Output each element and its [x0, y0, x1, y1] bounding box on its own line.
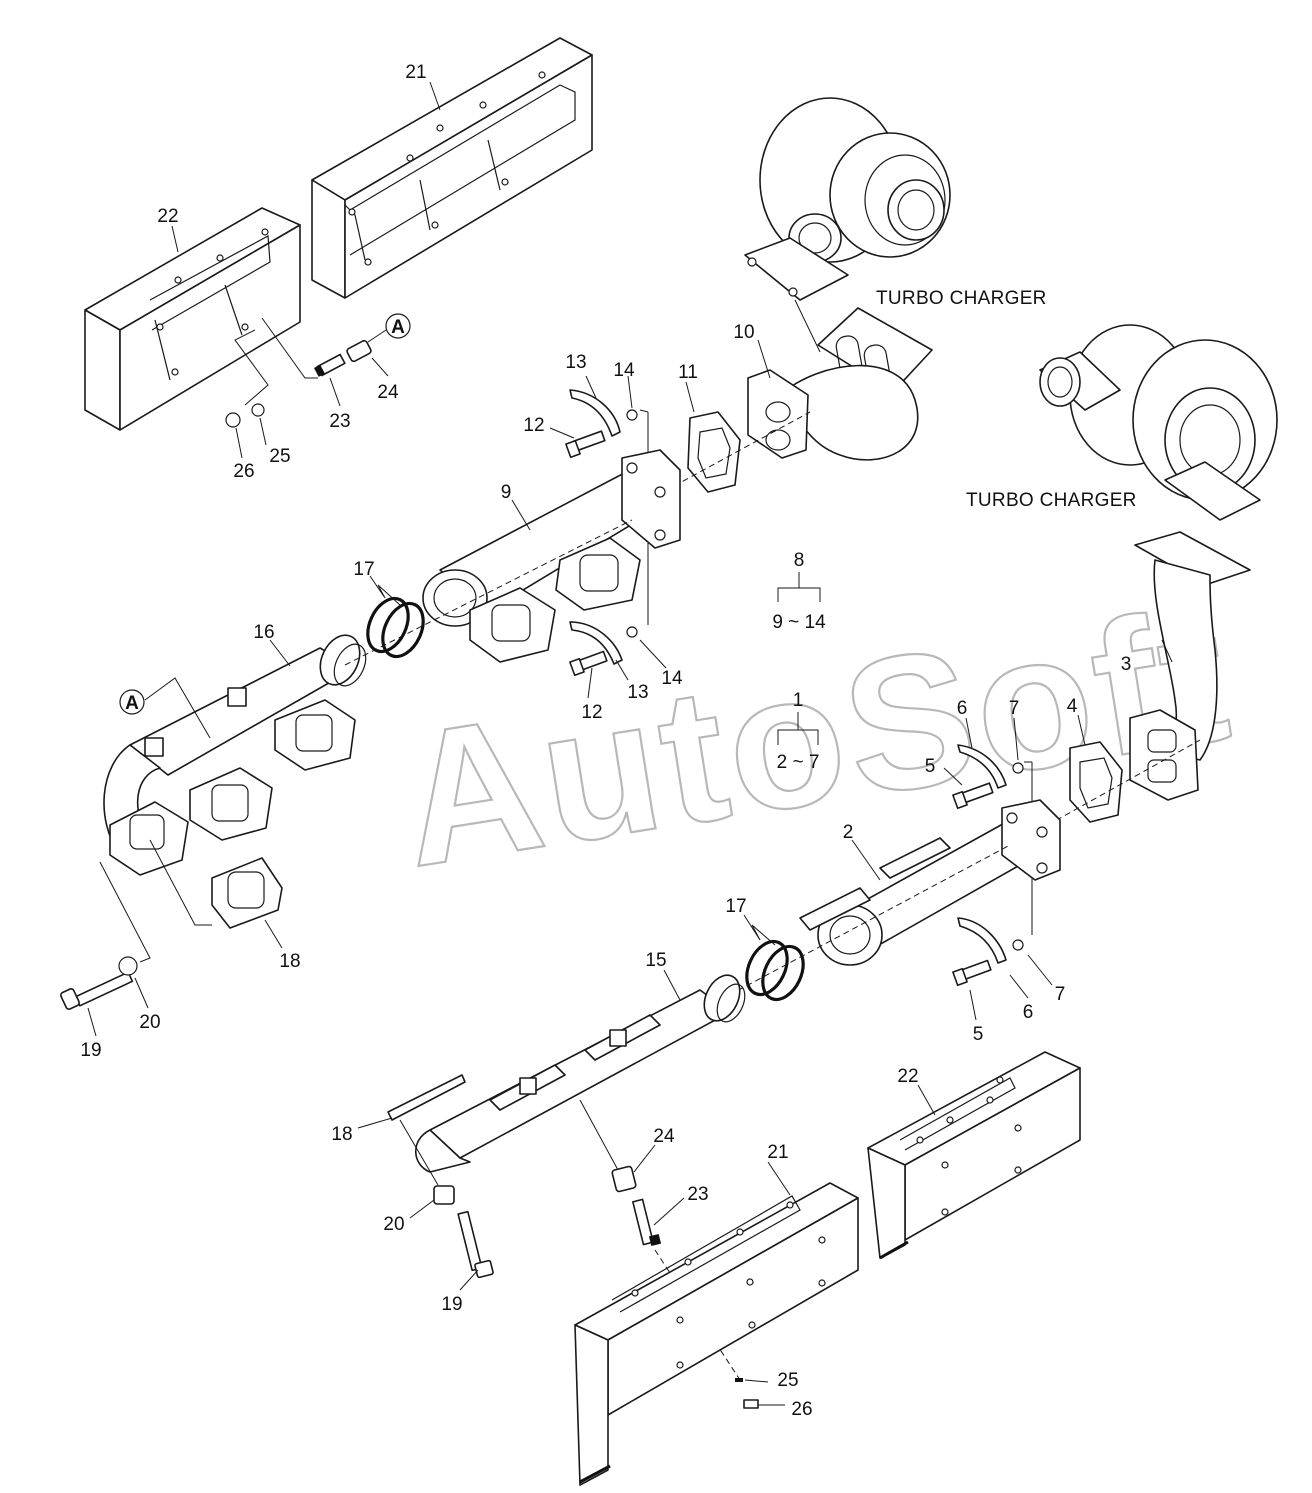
label-24-lower: 24: [653, 1126, 675, 1147]
clip-13-upper: [569, 389, 638, 437]
label-26-lower: 26: [791, 1399, 812, 1420]
label-13-upper: 13: [565, 352, 586, 373]
label-25-lower: 25: [777, 1370, 798, 1391]
label-6-lower: 6: [1023, 1002, 1034, 1023]
heat-shield-22-lower: [867, 1051, 1081, 1260]
clip-6-lower: [957, 917, 1024, 964]
label-10: 10: [733, 322, 754, 343]
axis-line-15-2: [719, 844, 1011, 1001]
exhaust-manifold-9: [422, 449, 681, 663]
leader-20-19-lower: [399, 1119, 439, 1186]
label-13-lower: 13: [627, 682, 648, 703]
label-11: 11: [678, 362, 698, 383]
group-8-range: 9 ~ 14: [772, 612, 826, 633]
label-21-lower: 21: [767, 1142, 788, 1163]
label-4: 4: [1067, 696, 1078, 717]
spacer-24-lower: [611, 1165, 637, 1193]
label-17-lower: 17: [725, 896, 746, 917]
bolt-12-lower: [569, 650, 608, 677]
bolt-19-left: [60, 971, 134, 1010]
label-17-upper: 17: [353, 559, 374, 580]
label-3: 3: [1121, 654, 1132, 675]
exhaust-manifold-15: [415, 974, 746, 1173]
axis-line-16-9: [344, 519, 633, 666]
group-bracket-8: [777, 572, 821, 602]
leader-26-25-upper: [234, 329, 269, 406]
label-6-upper: 6: [957, 698, 968, 719]
heat-shield-21-lower: [574, 1182, 859, 1486]
label-12-upper: 12: [523, 415, 544, 436]
label-26-upper: 26: [233, 461, 254, 482]
leader-19-20-left: [99, 861, 151, 963]
group-1-range: 2 ~ 7: [777, 752, 820, 773]
gasket-11: [687, 411, 741, 493]
nut-26-lower: [743, 1399, 759, 1409]
gasket-4: [1069, 741, 1123, 823]
turbo-charger-right-title: TURBO CHARGER: [966, 490, 1137, 511]
label-19-left: 19: [80, 1040, 101, 1061]
label-16: 16: [253, 622, 274, 643]
label-20-left: 20: [139, 1012, 160, 1033]
bolt-23-upper: [314, 353, 346, 377]
leader-lines: [87, 81, 1173, 1406]
label-12-lower: 12: [581, 702, 602, 723]
label-14-upper: 14: [613, 360, 635, 381]
group-bracket-1: [777, 712, 819, 745]
clip-13-lower: [569, 621, 638, 665]
group-8-top: 8: [794, 550, 805, 571]
exhaust-manifold-16: [103, 634, 367, 876]
leader-24-23-lower: [579, 1099, 619, 1171]
callout-a-left-circle: [119, 689, 145, 715]
label-14-lower: 14: [661, 668, 683, 689]
bolt-12-upper: [565, 430, 606, 459]
bolt-5-upper: [952, 782, 994, 810]
leader-23-upper: [261, 317, 318, 379]
bolt-5-lower: [952, 959, 992, 987]
label-5-upper: 5: [925, 756, 936, 777]
label-22-upper: 22: [157, 206, 178, 227]
label-23-upper: 23: [329, 411, 350, 432]
elbow-pipe-10: [747, 364, 919, 461]
turbocharger-right: [1039, 324, 1278, 521]
nut-26-upper: [225, 412, 241, 428]
heat-shield-22-upper: [84, 207, 301, 431]
clip-6-upper: [957, 744, 1024, 789]
callout-a-upper: A: [391, 317, 405, 338]
group-1-top: 1: [793, 690, 804, 711]
label-2: 2: [843, 822, 854, 843]
turbo-charger-upper-title: TURBO CHARGER: [876, 288, 1047, 309]
spacer-20-lower: [433, 1185, 455, 1205]
label-22-lower: 22: [897, 1066, 918, 1087]
label-21-upper: 21: [405, 62, 426, 83]
label-5-lower: 5: [973, 1024, 984, 1045]
turbocharger-upper: [744, 97, 951, 301]
label-18-left: 18: [279, 951, 300, 972]
label-7-lower: 7: [1055, 984, 1066, 1005]
label-18-lower: 18: [331, 1124, 352, 1145]
label-15: 15: [645, 950, 666, 971]
label-20-lower: 20: [383, 1214, 404, 1235]
spacer-20-left: [118, 956, 138, 976]
label-19-lower: 19: [441, 1294, 462, 1315]
label-9: 9: [501, 482, 512, 503]
label-7-upper: 7: [1009, 698, 1020, 719]
label-23-lower: 23: [687, 1184, 708, 1205]
callout-a-left: A: [125, 693, 139, 714]
label-25-upper: 25: [269, 446, 290, 467]
seal-rings-17-lower: [745, 939, 805, 1002]
bolt-23-lower: [632, 1198, 662, 1247]
callout-a-upper-circle: [385, 313, 411, 339]
washer-25-lower: [735, 1378, 743, 1382]
spacer-24-upper: [346, 339, 372, 363]
seal-rings-17-upper: [366, 596, 425, 659]
label-24-upper: 24: [377, 382, 399, 403]
gasket-18-left: [211, 857, 283, 929]
gasket-18-lower: [387, 1074, 466, 1121]
bolt-19-lower: [457, 1210, 494, 1279]
washer-25-upper: [251, 403, 265, 417]
part-number-labels: 21 22 24 23 25 26 10 11 13 14 12 9 17 16…: [80, 62, 1131, 1420]
heat-shield-21-upper: [311, 37, 593, 299]
